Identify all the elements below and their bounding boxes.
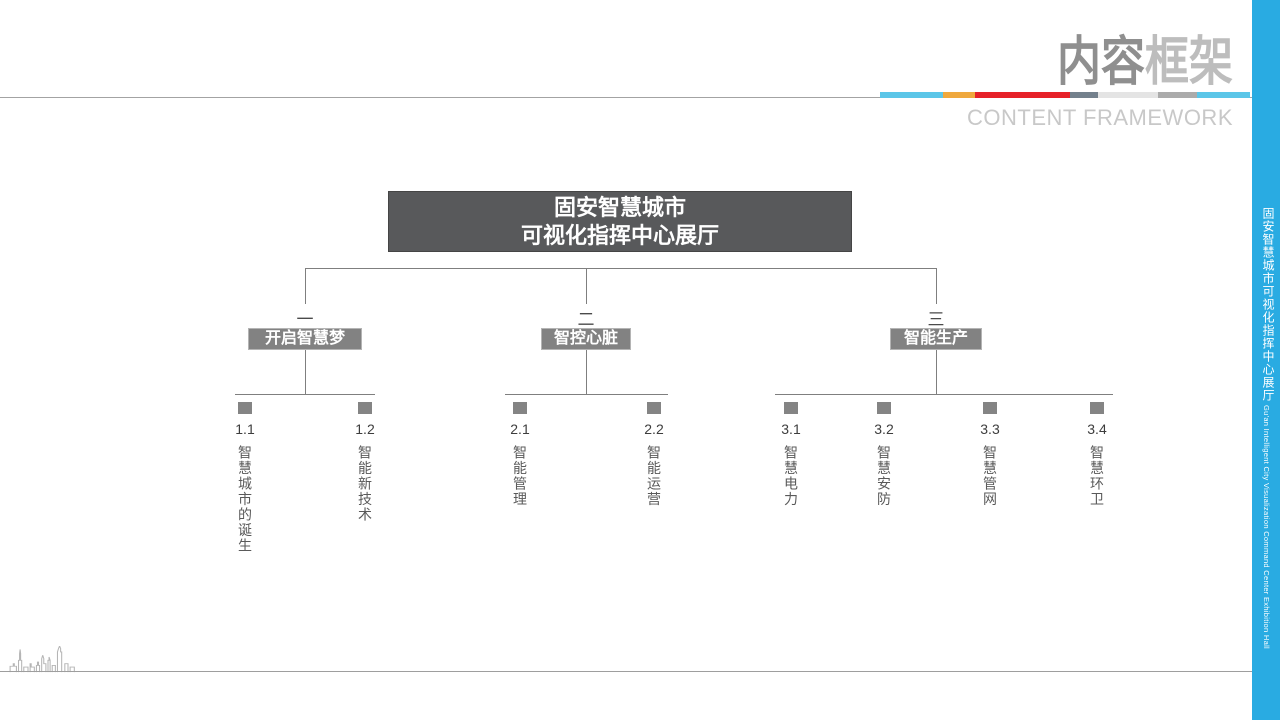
leaf-bullet-square [877, 402, 891, 414]
connector-line [775, 394, 1113, 395]
leaf-bullet-square [784, 402, 798, 414]
connector-line [235, 394, 375, 395]
connector-line [936, 350, 937, 394]
leaf-label-3-4: 智慧环卫 [1089, 445, 1105, 507]
leaf-label-1-1: 智慧城市的诞生 [237, 445, 253, 554]
sidebar-title-en: Gu'an Intelligent City Visualization Com… [1262, 405, 1271, 650]
header-divider-line [0, 97, 1263, 98]
connector-line [586, 350, 587, 394]
branch-index-1: 一 [296, 310, 314, 329]
leaf-bullet-square [647, 402, 661, 414]
branch-node-1: 开启智慧梦 [248, 328, 362, 350]
leaf-num-1-1: 1.1 [235, 421, 255, 437]
accent-segment-red [975, 92, 1070, 98]
leaf-bullet-square [238, 402, 252, 414]
city-skyline-icon [9, 646, 75, 673]
accent-segment-orange [943, 92, 975, 98]
leaf-num-3-3: 3.3 [980, 421, 1000, 437]
branch-index-3: 三 [927, 310, 945, 329]
leaf-label-3-1: 智慧电力 [783, 445, 799, 507]
accent-segment-gray [1158, 92, 1197, 98]
page-title: 内容框架 [1057, 18, 1233, 95]
root-node: 固安智慧城市 可视化指挥中心展厅 [388, 191, 852, 252]
sidebar: 固安智慧城市可视化指挥中心展厅 Gu'an Intelligent City V… [1252, 0, 1280, 720]
leaf-label-1-2: 智能新技术 [357, 445, 373, 523]
leaf-bullet-square [358, 402, 372, 414]
connector-line [305, 268, 936, 269]
page-subtitle: CONTENT FRAMEWORK [967, 105, 1233, 130]
accent-segment-slate [1070, 92, 1098, 98]
leaf-label-3-2: 智慧安防 [876, 445, 892, 507]
connector-line [936, 268, 937, 304]
branch-index-2: 二 [577, 310, 595, 329]
root-node-line1: 固安智慧城市 [553, 195, 686, 220]
connector-line [305, 350, 306, 394]
leaf-bullet-square [513, 402, 527, 414]
leaf-num-1-2: 1.2 [355, 421, 375, 437]
page-title-part2: 框架 [1145, 32, 1233, 92]
branch-node-3: 智能生产 [890, 328, 982, 350]
leaf-num-3-2: 3.2 [874, 421, 894, 437]
leaf-num-3-1: 3.1 [781, 421, 801, 437]
accent-segment-lightgray [1098, 92, 1158, 98]
root-node-line2: 可视化指挥中心展厅 [520, 223, 719, 248]
accent-segment-cyan-1 [880, 92, 943, 98]
leaf-bullet-square [1090, 402, 1104, 414]
leaf-num-2-2: 2.2 [644, 421, 664, 437]
leaf-label-2-2: 智能运营 [646, 445, 662, 507]
connector-line [505, 394, 668, 395]
connector-line [305, 268, 306, 304]
leaf-label-3-3: 智慧管网 [982, 445, 998, 507]
leaf-num-2-1: 2.1 [510, 421, 530, 437]
branch-node-2: 智控心脏 [541, 328, 631, 350]
accent-segment-cyan-2 [1197, 92, 1250, 98]
page-title-part1: 内容 [1057, 32, 1145, 92]
sidebar-title-zh: 固安智慧城市可视化指挥中心展厅 [1261, 207, 1275, 402]
bottom-divider-line [0, 671, 1252, 672]
leaf-label-2-1: 智能管理 [512, 445, 528, 507]
connector-line [586, 268, 587, 304]
leaf-bullet-square [983, 402, 997, 414]
leaf-num-3-4: 3.4 [1087, 421, 1107, 437]
